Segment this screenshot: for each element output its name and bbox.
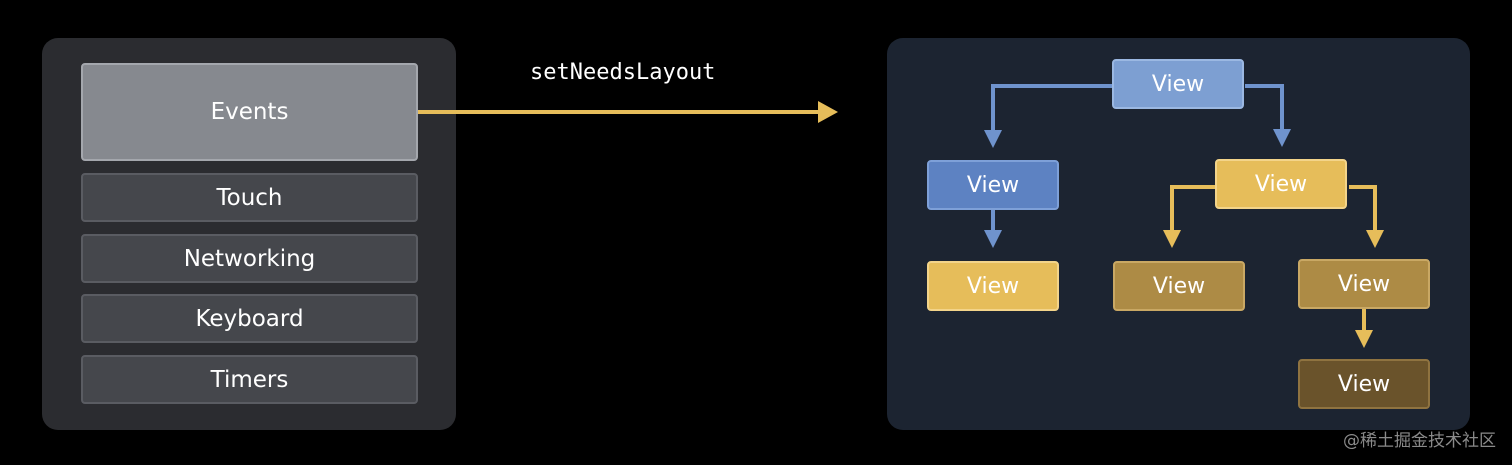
connector-root-to-left — [991, 84, 1112, 132]
view-node-label: View — [1151, 71, 1205, 97]
view-node-label: View — [1337, 271, 1391, 297]
connector-right-to-left-grandchild — [1170, 185, 1215, 232]
event-box-events: Events — [81, 63, 418, 161]
arrowhead-grandchild-to-leaf — [1355, 330, 1373, 348]
view-node-right-child: View — [1215, 159, 1347, 209]
set-needs-layout-arrowhead — [818, 101, 838, 123]
view-node-left-child: View — [927, 160, 1059, 210]
event-box-label: Keyboard — [195, 305, 304, 332]
arrowhead-root-to-right — [1273, 129, 1291, 147]
view-node-label: View — [1152, 273, 1206, 299]
event-box-label: Events — [210, 99, 289, 125]
view-node-great-grandchild: View — [1298, 359, 1430, 409]
event-box-networking: Networking — [81, 234, 418, 283]
event-box-label: Networking — [183, 245, 316, 272]
connector-root-to-right — [1245, 84, 1284, 131]
arrowhead-root-to-left — [984, 130, 1002, 148]
arrowhead-left-to-child — [984, 230, 1002, 248]
view-node-left-leaf: View — [927, 261, 1059, 311]
arrowhead-right-to-left-grandchild — [1163, 230, 1181, 248]
event-box-label: Touch — [216, 184, 283, 211]
view-node-label: View — [966, 172, 1020, 198]
event-box-label: Timers — [210, 366, 289, 393]
view-node-label: View — [966, 273, 1020, 299]
connector-right-to-right-grandchild — [1349, 185, 1377, 232]
view-node-root: View — [1112, 59, 1244, 109]
set-needs-layout-label: setNeedsLayout — [530, 60, 716, 85]
event-box-touch: Touch — [81, 173, 418, 222]
event-box-timers: Timers — [81, 355, 418, 404]
view-node-middle-leaf: View — [1113, 261, 1245, 311]
view-node-right-grandchild: View — [1298, 259, 1430, 309]
arrowhead-right-to-right-grandchild — [1366, 230, 1384, 248]
view-node-label: View — [1254, 171, 1308, 197]
view-node-label: View — [1337, 371, 1391, 397]
event-box-keyboard: Keyboard — [81, 294, 418, 343]
watermark: @稀土掘金技术社区 — [1343, 431, 1496, 451]
